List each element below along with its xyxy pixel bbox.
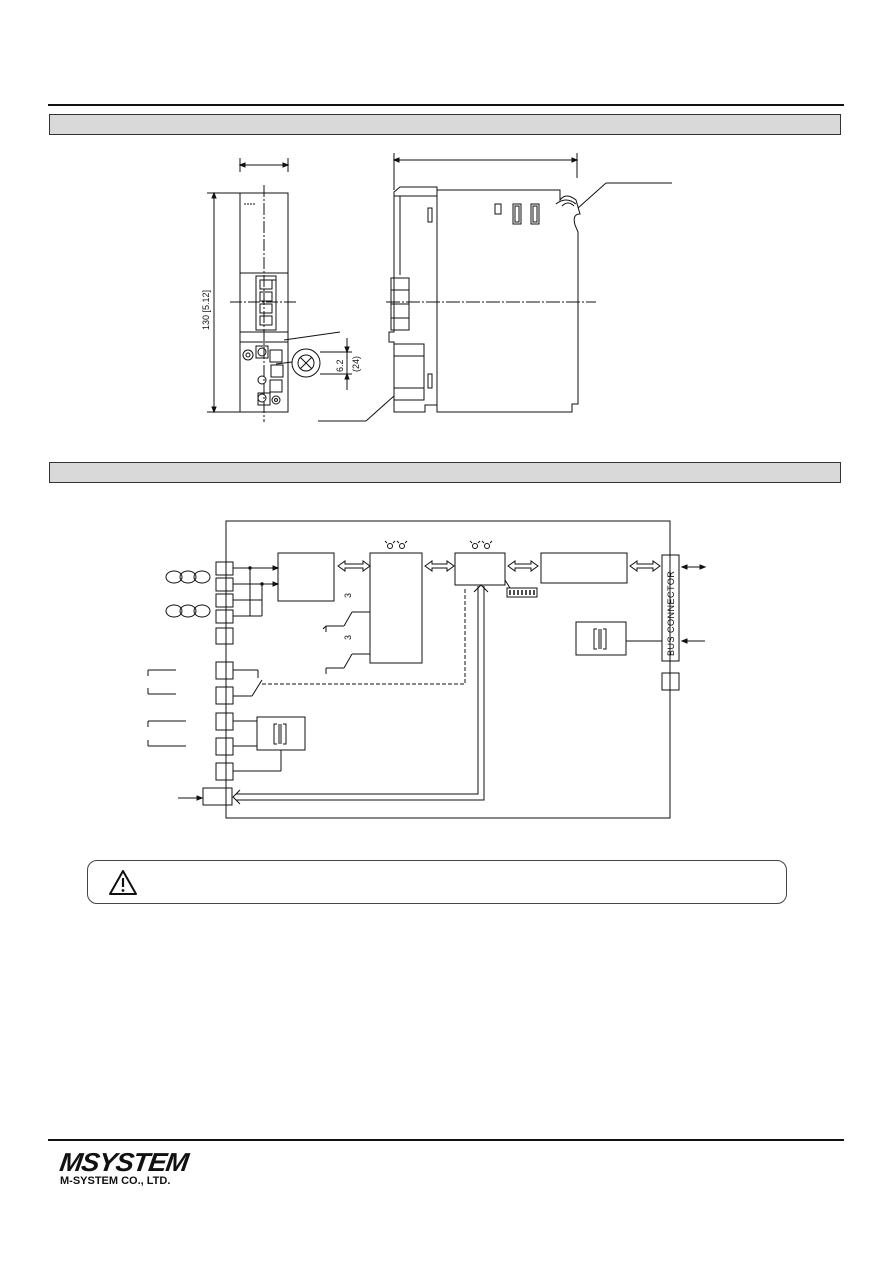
block-diagram xyxy=(147,520,707,819)
pitch-dimension-label-2: (24) xyxy=(351,356,361,372)
warning-triangle-icon xyxy=(109,870,137,895)
section-bar-dimensions xyxy=(49,114,841,135)
company-name: M-SYSTEM CO., LTD. xyxy=(60,1175,171,1187)
front-view-drawing xyxy=(207,158,395,422)
height-dimension-label: 130 [5.12] xyxy=(201,290,211,330)
twisted-pair-symbols xyxy=(165,570,211,618)
company-logo: MSYSTEM M-SYSTEM CO., LTD. xyxy=(58,1147,190,1188)
warning-box xyxy=(87,860,787,904)
switch-label-2: 3 xyxy=(343,635,353,640)
footer-rule xyxy=(48,1139,844,1141)
switch-label-1: 3 xyxy=(343,593,353,598)
side-view-drawing xyxy=(386,153,672,413)
header-rule xyxy=(48,104,844,106)
logo-wordmark: MSYSTEM xyxy=(57,1147,190,1177)
pitch-dimension-label: 6.2 xyxy=(335,359,345,372)
bus-connector-label: BUS CONNECTOR xyxy=(666,571,676,656)
section-bar-block-diagram xyxy=(49,462,841,483)
